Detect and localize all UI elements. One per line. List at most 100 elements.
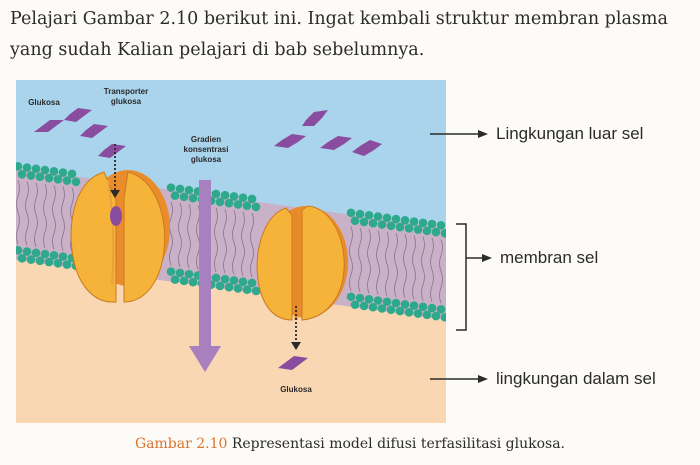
lipid-head bbox=[233, 284, 243, 293]
lipid-head bbox=[247, 194, 257, 204]
lipid-head bbox=[44, 257, 54, 267]
lipid-head bbox=[364, 294, 374, 304]
lipid-tail bbox=[61, 186, 65, 251]
lipid-tail bbox=[241, 211, 245, 276]
lipid-head bbox=[184, 185, 194, 195]
lipid-head bbox=[409, 301, 419, 310]
lipid-head bbox=[382, 297, 392, 307]
lipid-tail bbox=[430, 237, 434, 303]
lipid-head bbox=[373, 296, 383, 305]
lipid-head bbox=[386, 305, 396, 315]
lipid-head bbox=[422, 310, 432, 320]
lipid-head bbox=[386, 221, 396, 231]
lipid-head bbox=[53, 175, 63, 184]
lipid-head bbox=[53, 259, 63, 268]
lipid-head bbox=[58, 168, 68, 177]
lipid-head bbox=[395, 222, 405, 232]
lipid-head bbox=[368, 218, 378, 228]
lipid-head bbox=[395, 306, 405, 316]
lipid-head bbox=[62, 260, 72, 269]
lipid-tail bbox=[25, 181, 29, 246]
lipid-tail bbox=[394, 232, 398, 298]
intro-paragraph: Pelajari Gambar 2.10 berikut ini. Ingat … bbox=[10, 9, 668, 60]
lipid-head bbox=[188, 193, 198, 203]
lipid-head bbox=[229, 192, 239, 201]
label-cell-membrane: membran sel bbox=[500, 248, 599, 267]
lipid-head bbox=[355, 293, 365, 303]
glucose-transporter-open-inside bbox=[256, 205, 348, 321]
lipid-head bbox=[238, 277, 248, 286]
lipid-head bbox=[431, 311, 441, 321]
lipid-head bbox=[247, 278, 257, 288]
lipid-head bbox=[62, 176, 72, 185]
lipid-head bbox=[350, 216, 360, 226]
lipid-tail bbox=[421, 236, 425, 301]
lipid-head bbox=[229, 276, 239, 285]
lipid-head bbox=[431, 227, 441, 237]
lipid-head bbox=[166, 183, 176, 192]
lipid-head bbox=[382, 213, 392, 223]
lipid-head bbox=[175, 184, 185, 194]
dotted-arrow-head-top bbox=[110, 190, 120, 198]
figure-caption: Gambar 2.10 Representasi model difusi te… bbox=[0, 436, 700, 452]
lipid-head bbox=[22, 247, 32, 256]
lipid-tail bbox=[178, 202, 182, 268]
lipid-head bbox=[242, 285, 252, 294]
caption-text: Representasi model difusi terfasilitasi … bbox=[227, 436, 566, 452]
lipid-tail bbox=[34, 182, 38, 247]
lipid-head bbox=[251, 202, 261, 212]
lipid-head bbox=[215, 281, 225, 291]
lipid-head bbox=[242, 201, 252, 210]
lipid-head bbox=[211, 273, 221, 283]
lipid-head bbox=[346, 208, 356, 218]
lipid-head bbox=[404, 307, 414, 317]
lipid-tail bbox=[385, 231, 389, 296]
lipid-head bbox=[215, 197, 225, 207]
lipid-head bbox=[31, 248, 41, 258]
lipid-head bbox=[346, 292, 356, 302]
lipid-head bbox=[26, 171, 36, 180]
lipid-head bbox=[355, 209, 365, 219]
lipid-head bbox=[220, 274, 230, 284]
label-outside-cell: Lingkungan luar sel bbox=[496, 124, 644, 143]
dotted-arrow-head-bottom bbox=[291, 342, 301, 350]
lipid-tail bbox=[403, 234, 407, 299]
lipid-head bbox=[31, 164, 41, 174]
lipid-head bbox=[211, 189, 221, 199]
lipid-head bbox=[427, 219, 437, 229]
lipid-head bbox=[40, 165, 50, 175]
label-inside-cell: lingkungan dalam sel bbox=[496, 369, 656, 388]
lipid-head bbox=[58, 252, 68, 261]
lipid-tail bbox=[439, 239, 443, 304]
lipid-head bbox=[373, 212, 383, 221]
lipid-head bbox=[359, 301, 369, 311]
lipid-head bbox=[22, 163, 32, 172]
lipid-tail bbox=[358, 227, 362, 293]
glucose-molecules-outside bbox=[34, 108, 382, 158]
lipid-head bbox=[179, 192, 189, 202]
lipid-head bbox=[71, 177, 81, 187]
lipid-head bbox=[422, 226, 432, 236]
lipid-head bbox=[359, 217, 369, 227]
lipid-head bbox=[364, 210, 374, 220]
lipid-head bbox=[49, 167, 59, 176]
lipid-head bbox=[377, 304, 387, 313]
lipid-tail bbox=[223, 209, 227, 274]
label-glucose-bottom: Glukosa bbox=[280, 385, 312, 394]
lipid-head bbox=[35, 172, 45, 182]
lipid-head bbox=[418, 302, 428, 312]
lipid-head bbox=[179, 276, 189, 286]
lipid-head bbox=[184, 269, 194, 279]
lipid-tail bbox=[169, 201, 173, 266]
lipid-head bbox=[17, 253, 27, 263]
lipid-tail bbox=[367, 229, 371, 294]
lipid-head bbox=[238, 193, 248, 202]
lipid-head bbox=[350, 300, 360, 310]
lipid-tail bbox=[232, 210, 236, 275]
transport-dotted-arrows bbox=[114, 144, 297, 344]
lipid-head bbox=[233, 200, 243, 209]
lipid-head bbox=[26, 255, 36, 264]
lipid-head bbox=[170, 191, 180, 200]
lipid-head bbox=[224, 198, 234, 208]
lipid-head bbox=[377, 220, 387, 229]
